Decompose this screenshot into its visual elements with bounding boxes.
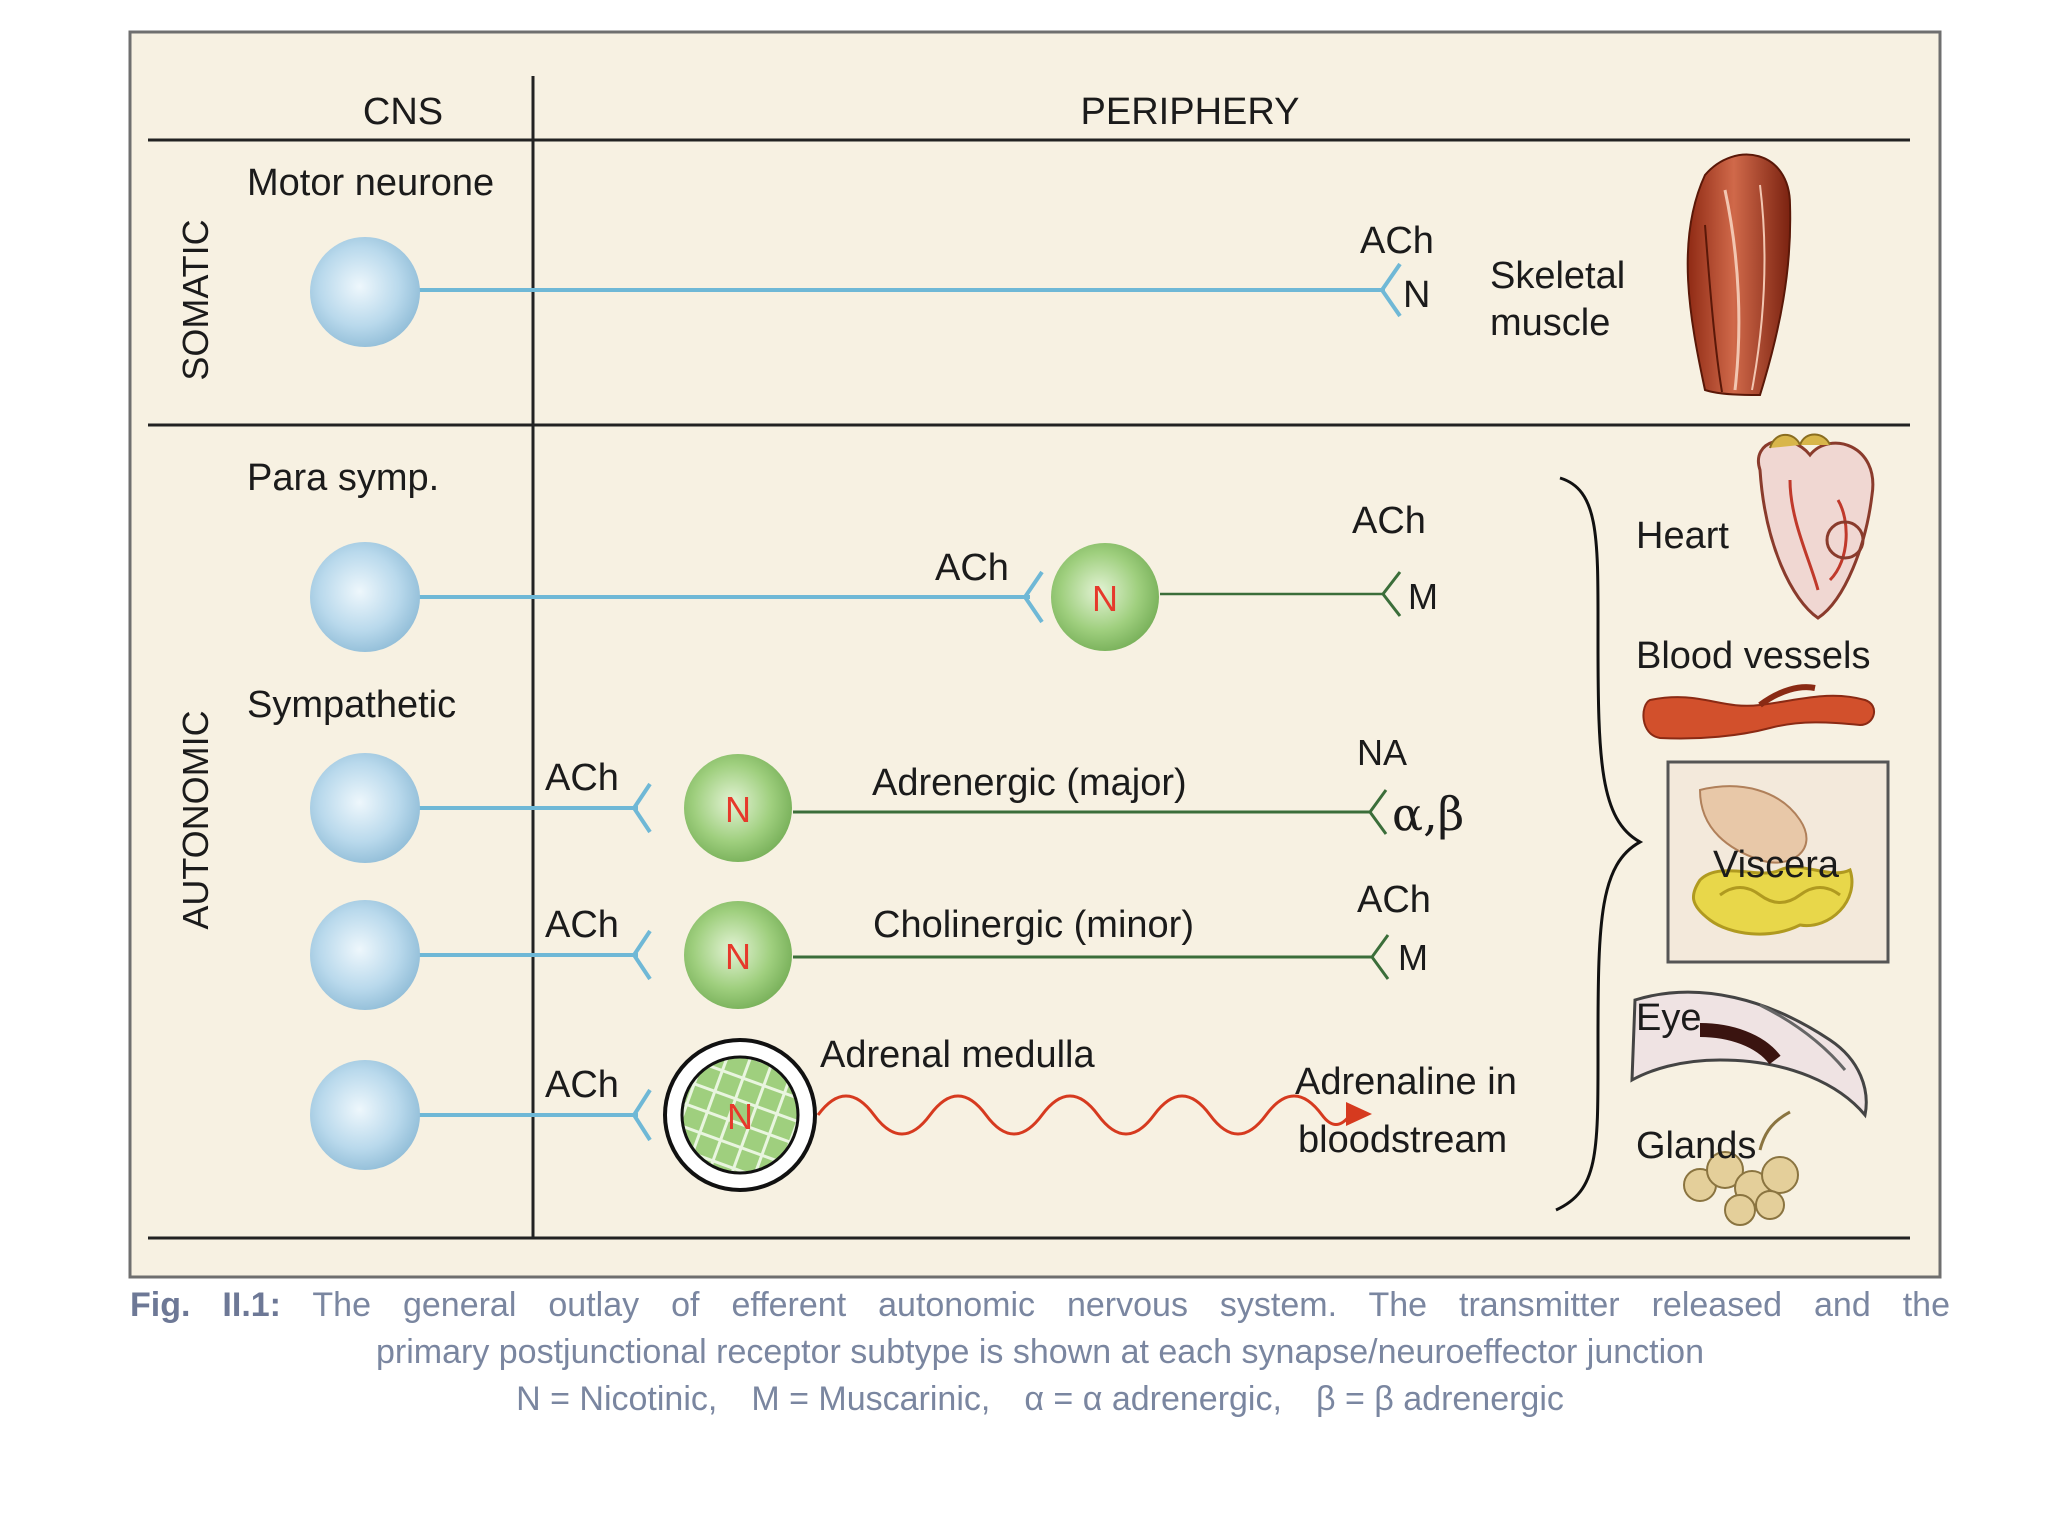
blood-vessel-icon bbox=[1642, 684, 1875, 740]
header-cns: CNS bbox=[363, 91, 443, 133]
symp-adrenergic-receptor: α,β bbox=[1392, 787, 1464, 841]
parasymp-ganglion-terminal bbox=[1022, 570, 1044, 624]
caption-legend: N = Nicotinic, M = Muscarinic, α = α adren… bbox=[130, 1376, 1950, 1423]
effector-viscera-label: Viscera bbox=[1713, 844, 1840, 886]
motor-transmitter: ACh bbox=[1360, 220, 1434, 262]
skeletal-muscle-icon bbox=[1686, 153, 1792, 397]
parasymp-ganglion-receptor: N bbox=[1092, 578, 1118, 619]
symp-adrenergic-transmitter: NA bbox=[1357, 732, 1407, 773]
symp-adrenergic-preganglionic-cell bbox=[310, 753, 420, 863]
symp-adrenergic-ganglion-transmitter: ACh bbox=[545, 757, 619, 799]
adrenal-medulla-cell bbox=[680, 1055, 800, 1175]
adrenaline-arrowhead bbox=[1346, 1102, 1372, 1126]
caption-line-1: The general outlay of efferent autonomic… bbox=[312, 1286, 1950, 1324]
row-label-autonomic: AUTONOMIC bbox=[175, 710, 216, 929]
eye-icon bbox=[1630, 990, 1868, 1119]
motor-receptor: N bbox=[1403, 274, 1430, 316]
effector-eye-label: Eye bbox=[1636, 997, 1701, 1039]
caption-legend-n: N = Nicotinic, bbox=[516, 1380, 718, 1418]
parasymp-ganglion-cell bbox=[1051, 543, 1159, 651]
effector-brace bbox=[1555, 476, 1644, 1212]
symp-cholinergic-ganglion-terminal bbox=[631, 929, 652, 981]
symp-cholinergic-preganglionic-cell bbox=[310, 900, 420, 1010]
figure-caption: Fig. II.1: The general outlay of efferen… bbox=[130, 1282, 1950, 1423]
skeletal-muscle-label-2: muscle bbox=[1490, 302, 1610, 344]
ans-diagram: CNS PERIPHERY SOMATIC AUTONOMIC Motor ne… bbox=[128, 30, 1942, 1279]
symp-adrenergic-ganglion-terminal bbox=[631, 782, 652, 834]
heart-icon bbox=[1756, 433, 1875, 620]
caption-legend-m: M = Muscarinic, bbox=[751, 1380, 991, 1418]
symp-cholinergic-transmitter: ACh bbox=[1357, 879, 1431, 921]
skeletal-muscle-label-1: Skeletal bbox=[1490, 255, 1625, 297]
caption-legend-alpha: α = α adrenergic, bbox=[1024, 1380, 1282, 1418]
symp-cholinergic-ganglion-transmitter: ACh bbox=[545, 904, 619, 946]
parasymp-preganglionic-cell bbox=[310, 542, 420, 652]
symp-adrenergic-ganglion-cell bbox=[684, 754, 792, 862]
effector-heart-label: Heart bbox=[1636, 515, 1729, 557]
motor-neurone-label: Motor neurone bbox=[247, 162, 494, 204]
adrenal-medulla-receptor: N bbox=[727, 1096, 753, 1137]
parasymp-label: Para symp. bbox=[247, 457, 439, 499]
row-label-somatic: SOMATIC bbox=[175, 219, 216, 380]
parasymp-ganglion-transmitter: ACh bbox=[935, 547, 1009, 589]
adrenaline-output-2: bloodstream bbox=[1298, 1119, 1507, 1161]
parasymp-transmitter: ACh bbox=[1352, 500, 1426, 542]
caption-fig-number: Fig. II.1: bbox=[130, 1286, 281, 1324]
symp-cholinergic-receptor: M bbox=[1398, 937, 1428, 978]
symp-cholinergic-effector-terminal bbox=[1370, 934, 1390, 980]
symp-adrenal-preganglionic-cell bbox=[310, 1060, 420, 1170]
motor-nmj-terminal bbox=[1379, 262, 1402, 318]
symp-cholinergic-ganglion-cell bbox=[684, 901, 792, 1009]
symp-adrenergic-effector-terminal bbox=[1368, 789, 1388, 835]
viscera-panel bbox=[1666, 760, 1890, 964]
effector-blood-vessels-label: Blood vessels bbox=[1636, 635, 1870, 677]
parasymp-receptor: M bbox=[1408, 576, 1438, 617]
glands-icon bbox=[1683, 1110, 1799, 1226]
header-periphery: PERIPHERY bbox=[1081, 91, 1300, 133]
adrenaline-wave bbox=[816, 1094, 1352, 1136]
symp-adrenergic-fibre-label: Adrenergic (major) bbox=[872, 762, 1187, 804]
parasymp-effector-terminal bbox=[1381, 571, 1402, 617]
caption-legend-beta: β = β adrenergic bbox=[1315, 1380, 1564, 1418]
adrenaline-output-1: Adrenaline in bbox=[1295, 1061, 1517, 1103]
symp-cholinergic-ganglion-receptor: N bbox=[725, 936, 751, 977]
symp-cholinergic-fibre-label: Cholinergic (minor) bbox=[873, 904, 1194, 946]
effector-glands-label: Glands bbox=[1636, 1125, 1756, 1167]
adrenal-medulla-label: Adrenal medulla bbox=[820, 1034, 1095, 1076]
motor-neurone-cell bbox=[310, 237, 420, 347]
sympathetic-label: Sympathetic bbox=[247, 684, 456, 726]
caption-line-2: primary postjunctional receptor subtype … bbox=[375, 1333, 1704, 1371]
symp-adrenergic-ganglion-receptor: N bbox=[725, 789, 751, 830]
symp-adrenal-terminal bbox=[631, 1088, 652, 1142]
symp-adrenal-transmitter: ACh bbox=[545, 1064, 619, 1106]
